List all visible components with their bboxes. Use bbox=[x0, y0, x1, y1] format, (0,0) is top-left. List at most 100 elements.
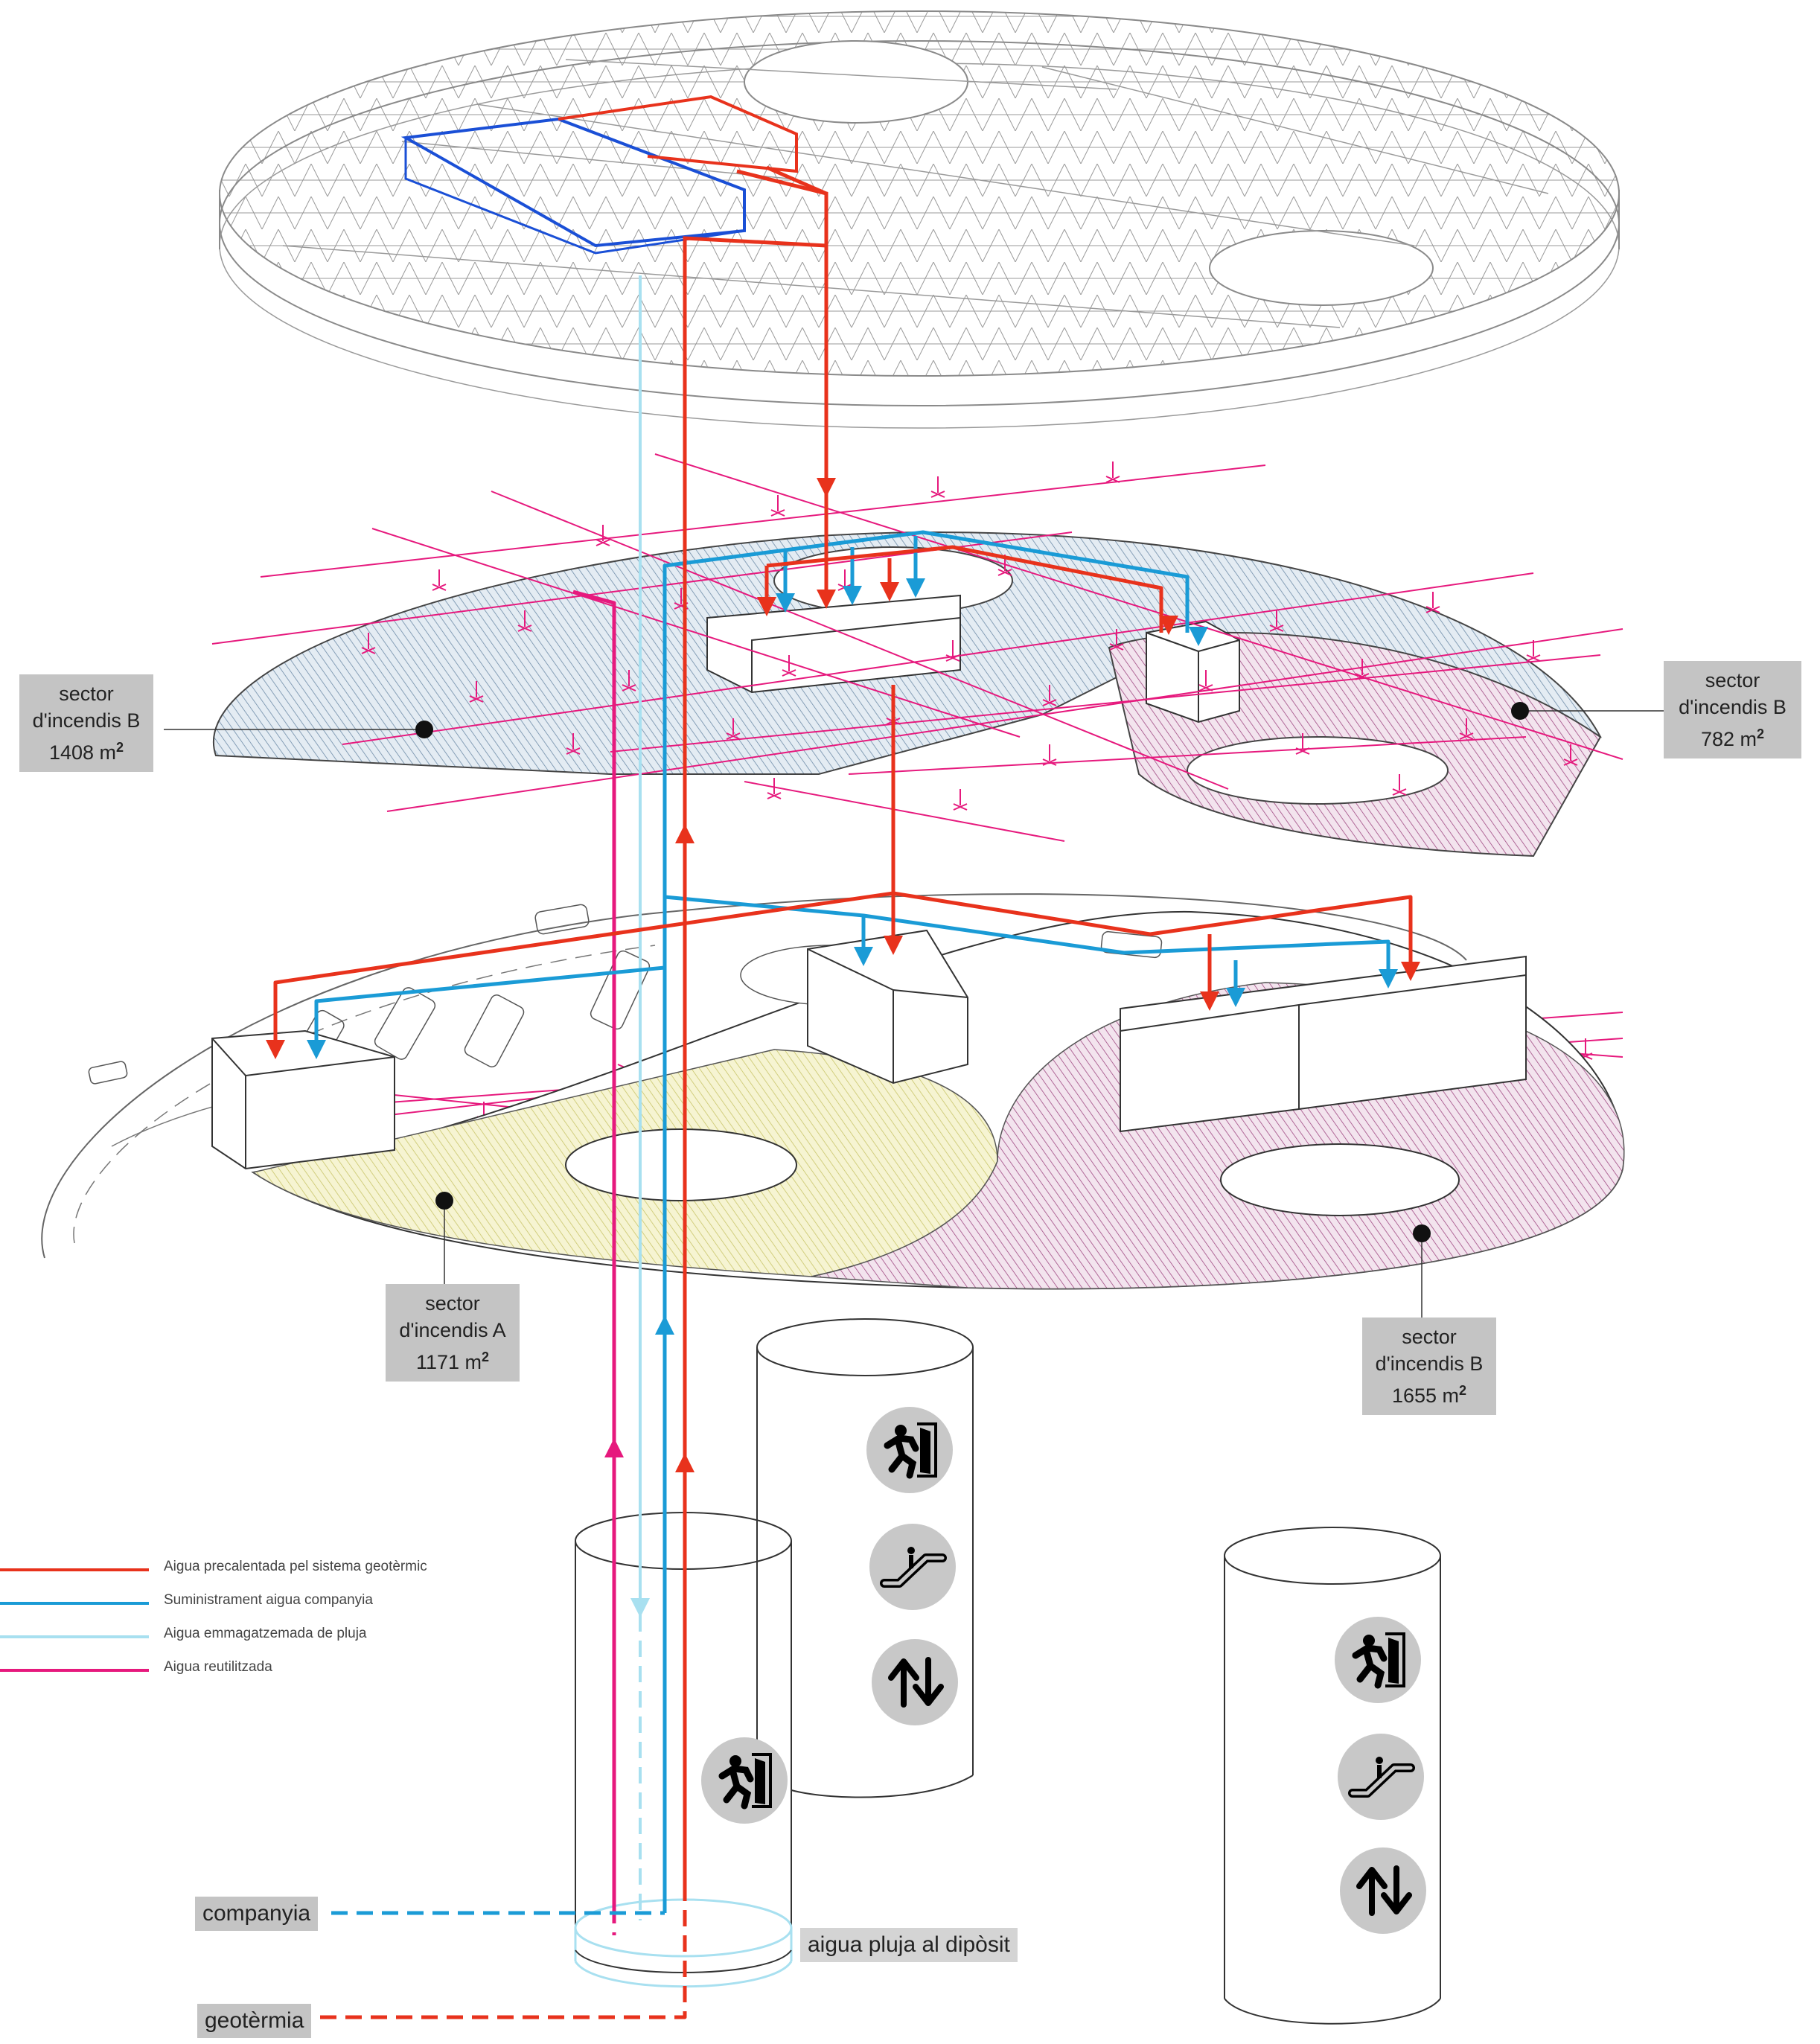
icon-circle bbox=[1340, 1847, 1426, 1934]
sector-line1: sector bbox=[1705, 669, 1760, 692]
source-companyia-label: companyia bbox=[195, 1897, 319, 1931]
escalator-inner bbox=[1350, 1766, 1413, 1795]
sprinkler-head bbox=[1198, 684, 1213, 692]
sprinkler-head bbox=[1042, 758, 1057, 766]
sprinkler-pipe bbox=[342, 572, 1534, 745]
sprinkler-head bbox=[1425, 606, 1440, 613]
hot-arrow bbox=[817, 478, 836, 497]
exit-door-leaf bbox=[1388, 1638, 1399, 1684]
legend-swatch bbox=[0, 1602, 149, 1605]
sprinkler-head bbox=[1042, 699, 1057, 706]
sprinkler-pipe bbox=[610, 654, 1601, 753]
sprinkler-head bbox=[953, 803, 968, 811]
sprinkler-pipe bbox=[386, 628, 1623, 812]
supply-arrow bbox=[655, 1315, 674, 1335]
supply-branch bbox=[863, 913, 1390, 979]
exit-figure-body bbox=[1352, 1644, 1388, 1689]
sector-line2: d'incendis A bbox=[399, 1319, 506, 1341]
middle-floor bbox=[213, 531, 1602, 857]
hot-arrow bbox=[1200, 991, 1219, 1011]
escalator-inner bbox=[882, 1556, 945, 1585]
hot-arrow bbox=[1159, 616, 1178, 635]
pipe-network bbox=[266, 238, 1420, 2019]
legend-label: Aigua reutilitzada bbox=[164, 1659, 272, 1675]
supply-arrow bbox=[1379, 969, 1398, 989]
emergency-exit-icon bbox=[1335, 1617, 1421, 1703]
up-down-icon bbox=[1340, 1847, 1426, 1934]
sector-line1: sector bbox=[59, 683, 114, 705]
supply-arrow bbox=[1226, 988, 1245, 1007]
hot-arrow bbox=[675, 1453, 695, 1472]
sector-line1: sector bbox=[1402, 1326, 1457, 1348]
sector-line2: d'incendis B bbox=[1679, 696, 1787, 718]
exit-figure-head bbox=[895, 1425, 907, 1437]
sprinkler-head bbox=[782, 669, 796, 677]
sprinkler-head bbox=[930, 491, 945, 498]
exit-door bbox=[752, 1753, 772, 1808]
exit-figure-body bbox=[884, 1434, 919, 1479]
up-arrow bbox=[1356, 1867, 1388, 1916]
hot-arrow bbox=[266, 1040, 285, 1059]
sprinkler-pipe bbox=[654, 453, 1623, 760]
reuse-pipe bbox=[572, 590, 616, 1920]
legend-swatch bbox=[0, 1635, 149, 1638]
legend-item-reuse: Aigua reutilitzada bbox=[0, 1658, 476, 1687]
sprinkler-head bbox=[469, 695, 484, 703]
sprinkler-head bbox=[1295, 747, 1310, 755]
hot-arrow bbox=[1401, 962, 1420, 981]
hot-pipe-upper bbox=[766, 246, 1163, 633]
sector-line1: sector bbox=[425, 1292, 480, 1315]
legend-label: Aigua precalentada pel sistema geotèrmic bbox=[164, 1559, 427, 1574]
sprinkler-pipe bbox=[744, 781, 1065, 842]
legend-label: Suministrament aigua companyia bbox=[164, 1592, 373, 1608]
sector-tag-lower-left: sector d'incendis A 1171 m2 bbox=[386, 1284, 520, 1382]
exit-door bbox=[1385, 1632, 1405, 1687]
exit-figure-head bbox=[729, 1755, 741, 1767]
sprinkler-head bbox=[767, 792, 782, 799]
icon-circle bbox=[866, 1407, 953, 1493]
cylinders bbox=[574, 1318, 1441, 2025]
hot-arrow bbox=[757, 597, 776, 616]
sprinkler-head bbox=[517, 625, 532, 632]
emergency-exit-icon bbox=[866, 1407, 953, 1493]
hot-pipe-lower bbox=[273, 891, 1413, 1042]
hot-arrow bbox=[675, 824, 695, 843]
sprinkler-pipe bbox=[260, 464, 1266, 578]
rain-tank-label: aigua pluja al dipòsit bbox=[800, 1928, 1018, 1962]
sector-area: 1408 m2 bbox=[48, 740, 124, 764]
hot-arrow bbox=[880, 582, 899, 601]
up-down-icon bbox=[872, 1639, 958, 1725]
source-geotermia-label: geotèrmia bbox=[197, 2004, 312, 2038]
sector-line2: d'incendis B bbox=[32, 709, 141, 732]
sprinkler-head bbox=[432, 584, 447, 591]
down-arrow bbox=[1381, 1865, 1412, 1914]
legend-item-rain: Aigua emmagatzemada de pluja bbox=[0, 1624, 476, 1654]
supply-arrow bbox=[776, 593, 795, 613]
sprinkler-head bbox=[361, 647, 376, 654]
sector-area: 1171 m2 bbox=[415, 1350, 490, 1373]
sector-markers bbox=[164, 702, 1664, 1318]
supply-arrow bbox=[1189, 627, 1208, 646]
sprinkler-pipe bbox=[848, 736, 1527, 775]
sprinkler-head bbox=[566, 747, 581, 755]
lower-floor bbox=[41, 893, 1625, 1290]
legend-swatch bbox=[0, 1669, 149, 1672]
sprinkler-head bbox=[622, 684, 636, 692]
sprinkler-head bbox=[1459, 732, 1474, 740]
legend-item-hot: Aigua precalentada pel sistema geotèrmic bbox=[0, 1557, 476, 1587]
sprinkler-head bbox=[596, 539, 610, 546]
supply-arrow bbox=[906, 578, 925, 598]
exit-door-leaf bbox=[755, 1758, 765, 1804]
legend-label: Aigua emmagatzemada de pluja bbox=[164, 1626, 367, 1641]
exit-figure-head bbox=[1363, 1635, 1375, 1647]
exit-figure-body bbox=[718, 1765, 754, 1810]
reuse-arrow bbox=[604, 1438, 624, 1457]
icon-circle bbox=[1335, 1617, 1421, 1703]
sprinkler-head bbox=[1109, 643, 1124, 651]
escalator-person-head bbox=[907, 1547, 915, 1554]
sector-line2: d'incendis B bbox=[1375, 1352, 1484, 1375]
roof-truss bbox=[219, 10, 1620, 715]
sector-tag-lower-right: sector d'incendis B 1655 m2 bbox=[1362, 1318, 1496, 1415]
legend-item-supply: Suministrament aigua companyia bbox=[0, 1591, 476, 1620]
